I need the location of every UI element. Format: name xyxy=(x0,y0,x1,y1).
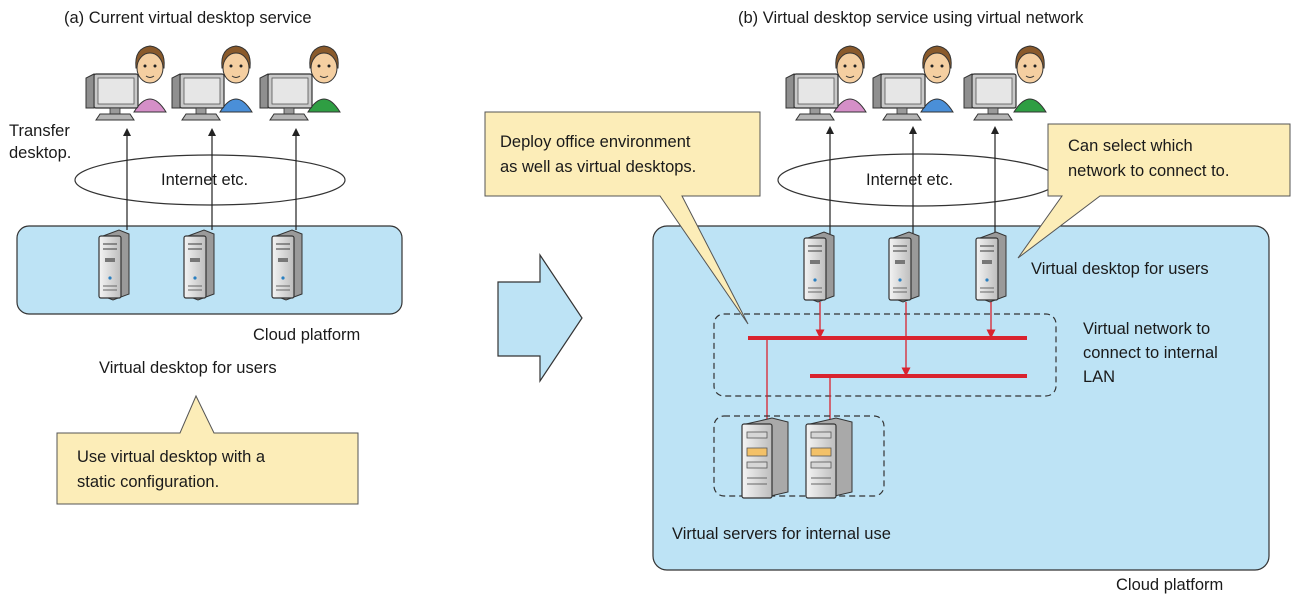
user-workstation-3 xyxy=(259,45,341,121)
virtual-desktop-label-right: Virtual desktop for users xyxy=(1031,260,1209,278)
user-workstation-r2 xyxy=(872,45,954,121)
callout-deploy-office xyxy=(484,111,761,325)
callout-select-network xyxy=(1017,123,1291,259)
right-panel xyxy=(484,45,1291,571)
transfer-desktop-label-line2: desktop. xyxy=(9,144,72,162)
virtual-servers-label: Virtual servers for internal use xyxy=(672,525,891,543)
virtual-desktop-server-3 xyxy=(271,229,303,301)
virtual-desktop-server-1 xyxy=(98,229,130,301)
left-panel xyxy=(16,45,403,505)
user-workstation-1 xyxy=(85,45,167,121)
virtual-desktop-server-r3 xyxy=(975,231,1007,303)
right-title: (b) Virtual desktop service using virtua… xyxy=(738,9,1084,27)
virtual-network-label-line3: LAN xyxy=(1083,368,1116,386)
callout-select-text-line1: Can select which xyxy=(1068,137,1193,155)
virtual-network-label-line2: connect to internal xyxy=(1083,344,1218,362)
transfer-desktop-label-line1: Transfer xyxy=(9,122,70,140)
internal-server-2 xyxy=(805,417,853,499)
user-workstation-r1 xyxy=(785,45,867,121)
internet-label-left: Internet etc. xyxy=(161,171,249,189)
virtual-desktop-label-left: Virtual desktop for users xyxy=(99,359,277,377)
user-workstation-r3 xyxy=(963,45,1047,121)
virtual-desktop-server-2 xyxy=(183,229,215,301)
virtual-network-label-line1: Virtual network to xyxy=(1083,320,1211,338)
internal-server-1 xyxy=(741,417,789,499)
callout-deploy-text-line2: as well as virtual desktops. xyxy=(500,158,697,176)
callout-deploy-text-line1: Deploy office environment xyxy=(500,133,691,151)
callout-static-text-line2: static configuration. xyxy=(77,473,220,491)
callout-static-config xyxy=(56,394,359,505)
internet-ellipse-left xyxy=(74,154,346,206)
user-workstation-2 xyxy=(171,45,253,121)
cloud-platform-label-right: Cloud platform xyxy=(1116,576,1224,594)
virtual-desktop-server-r1 xyxy=(803,231,835,303)
cloud-platform-label-left: Cloud platform xyxy=(253,326,361,344)
transition-arrow xyxy=(497,253,583,383)
left-title: (a) Current virtual desktop service xyxy=(64,9,312,27)
internet-label-right: Internet etc. xyxy=(866,171,954,189)
virtual-network-group xyxy=(713,313,1057,397)
internal-servers-group xyxy=(713,415,885,497)
virtual-desktop-server-r2 xyxy=(888,231,920,303)
callout-static-text-line1: Use virtual desktop with a xyxy=(77,448,266,466)
callout-select-text-line2: network to connect to. xyxy=(1068,162,1230,180)
